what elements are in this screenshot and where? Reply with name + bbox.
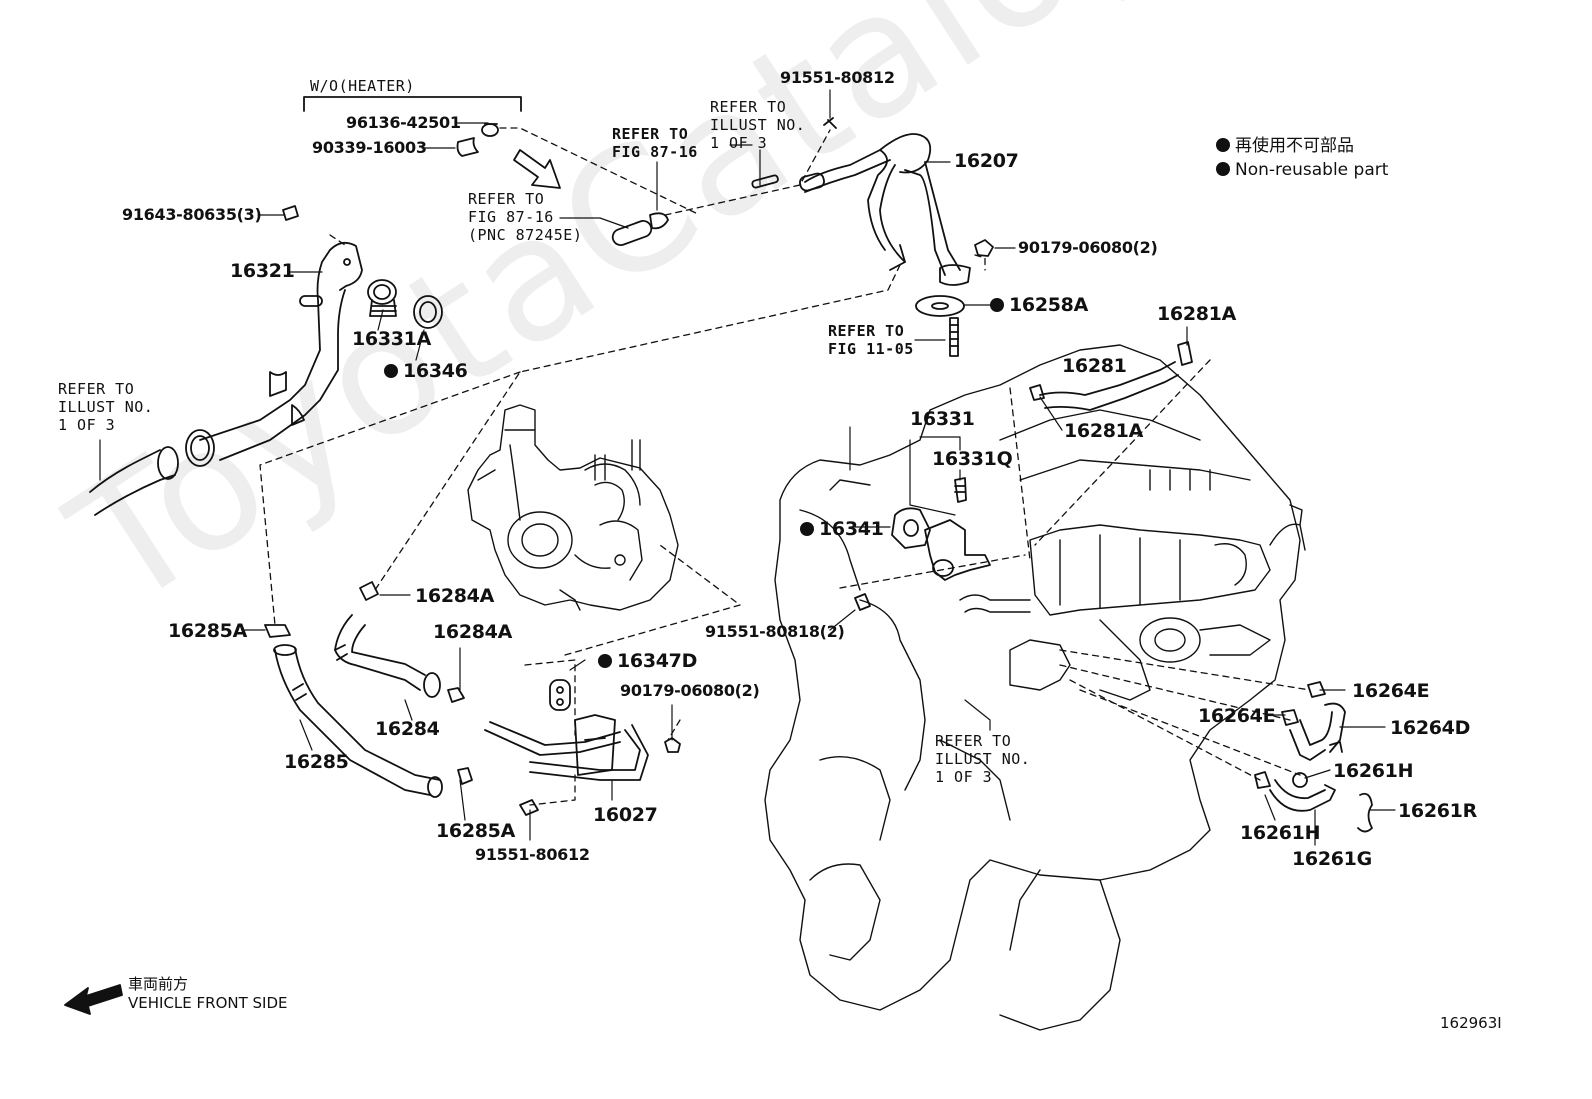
vehicle-front-arrow-icon: [64, 984, 123, 1015]
thermostat-housing-16331: [854, 477, 991, 611]
vehicle-front-en: VEHICLE FRONT SIDE: [128, 994, 288, 1012]
small-hose-parts: [282, 123, 779, 247]
part-16281a-mid[interactable]: 16281A: [1064, 420, 1144, 442]
left-hose: [89, 446, 179, 516]
part-96136-42501[interactable]: 96136-42501: [346, 113, 461, 132]
pipe-16207: [799, 117, 971, 286]
part-16284[interactable]: 16284: [375, 718, 440, 740]
thermostat-16331a: [367, 279, 443, 329]
part-16261r[interactable]: 16261R: [1398, 800, 1477, 822]
solid-leader-lines: [99, 89, 1396, 846]
part-16261g[interactable]: 16261G: [1292, 848, 1372, 870]
heater-variant-label: W/O(HEATER): [310, 77, 415, 95]
part-16264e-right[interactable]: 16264E: [1352, 680, 1430, 702]
dashed-leader-lines: [259, 127, 1311, 806]
hose-16285: [264, 624, 473, 798]
part-16341[interactable]: 16341: [800, 520, 884, 539]
part-91551-80612[interactable]: 91551-80612: [475, 845, 590, 864]
pipe-16027: [484, 679, 681, 816]
part-91551-80812[interactable]: 91551-80812: [780, 68, 895, 87]
hose-16261g: [1254, 771, 1373, 833]
part-16027[interactable]: 16027: [593, 804, 658, 826]
refer-illust-bottom[interactable]: REFER TO ILLUST NO. 1 OF 3: [935, 732, 1031, 786]
figure-id: 162963I: [1440, 1014, 1502, 1032]
part-16261h-right[interactable]: 16261H: [1333, 760, 1414, 782]
refer-illust-top[interactable]: REFER TO ILLUST NO. 1 OF 3: [710, 98, 806, 152]
legend-non-reusable-en: Non-reusable part: [1216, 162, 1388, 179]
refer-fig-11-05[interactable]: REFER TO FIG 11-05: [828, 322, 914, 358]
part-16207[interactable]: 16207: [954, 150, 1019, 172]
part-91551-80818[interactable]: 91551-80818(2): [705, 622, 845, 641]
part-16264d[interactable]: 16264D: [1390, 717, 1471, 739]
part-16331a[interactable]: 16331A: [352, 328, 432, 350]
part-16258a[interactable]: 16258A: [990, 296, 1088, 315]
refer-fig-87-16-top[interactable]: REFER TO FIG 87-16: [612, 125, 698, 161]
legend-non-reusable-jp: 再使用不可部品: [1216, 138, 1354, 155]
part-16281a-top[interactable]: 16281A: [1157, 303, 1237, 325]
part-16285[interactable]: 16285: [284, 751, 349, 773]
vehicle-front-jp: 車両前方: [128, 975, 189, 993]
part-90339-16003[interactable]: 90339-16003: [312, 138, 427, 157]
hose-16281: [1029, 341, 1193, 411]
part-16264e-left[interactable]: 16264E: [1198, 705, 1276, 727]
part-90179-06080-mid[interactable]: 90179-06080(2): [620, 681, 760, 700]
refer-illust-left[interactable]: REFER TO ILLUST NO. 1 OF 3: [58, 380, 154, 434]
part-91643-80635[interactable]: 91643-80635(3): [122, 205, 262, 224]
part-16347d[interactable]: 16347D: [598, 652, 697, 671]
part-16285a-bottom[interactable]: 16285A: [436, 820, 516, 842]
part-16331q[interactable]: 16331Q: [932, 448, 1013, 470]
part-16284a-top[interactable]: 16284A: [415, 585, 495, 607]
part-16281[interactable]: 16281: [1062, 355, 1127, 377]
refer-fig-87-16-pnc[interactable]: REFER TO FIG 87-16 (PNC 87245E): [468, 190, 583, 244]
part-16331[interactable]: 16331: [910, 408, 975, 430]
part-16284a-mid[interactable]: 16284A: [433, 621, 513, 643]
part-16321[interactable]: 16321: [230, 260, 295, 282]
part-16346[interactable]: 16346: [384, 362, 468, 381]
turbocharger-assembly: [467, 404, 679, 611]
hose-16264d: [1281, 681, 1346, 761]
part-16261h-left[interactable]: 16261H: [1240, 822, 1321, 844]
white-arrow-icon: [513, 149, 561, 189]
water-outlet-16321: [185, 241, 363, 467]
part-90179-06080-top[interactable]: 90179-06080(2): [1018, 238, 1158, 257]
part-16285a-left[interactable]: 16285A: [168, 620, 248, 642]
gasket-16258a: [915, 239, 994, 357]
hose-16284: [334, 581, 465, 703]
engine-block: [764, 344, 1306, 1031]
heater-bracket-line: [303, 96, 522, 112]
